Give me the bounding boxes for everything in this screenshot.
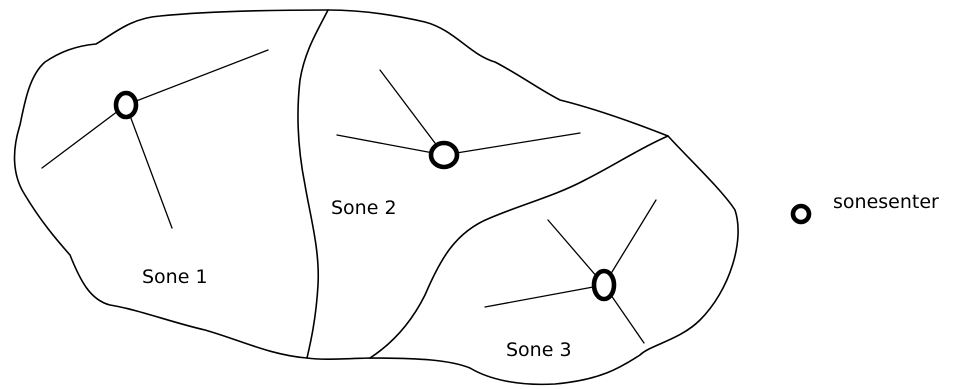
zone-label-3: Sone 3 [506,339,572,361]
boundary-zone1-zone2 [297,9,329,359]
zone1-center-ring-icon [113,90,139,120]
zone1-spoke-a [125,49,269,106]
zone-label-2: Sone 2 [331,197,397,219]
zone3-spoke-c [484,284,605,308]
zone2-spoke-b [336,134,445,156]
region-outline [13,9,739,386]
zone3-spoke-a [547,219,605,286]
boundary-zone2-zone3 [369,135,669,359]
zone2-spoke-a [379,69,445,156]
zone-center-3 [484,199,657,344]
legend: sonesenter [790,191,939,225]
zone3-center-ring-icon [591,268,617,302]
legend-ring-icon [790,203,812,225]
zone-center-1 [41,49,269,229]
zone-center-2 [336,69,581,170]
legend-label: sonesenter [833,191,939,213]
zone3-spoke-b [603,199,657,286]
zone1-spoke-b [41,104,127,169]
zone1-spoke-c [125,104,173,229]
zone-label-1: Sone 1 [142,266,208,288]
zone2-center-ring-icon [428,140,460,170]
zone2-spoke-c [443,132,581,156]
